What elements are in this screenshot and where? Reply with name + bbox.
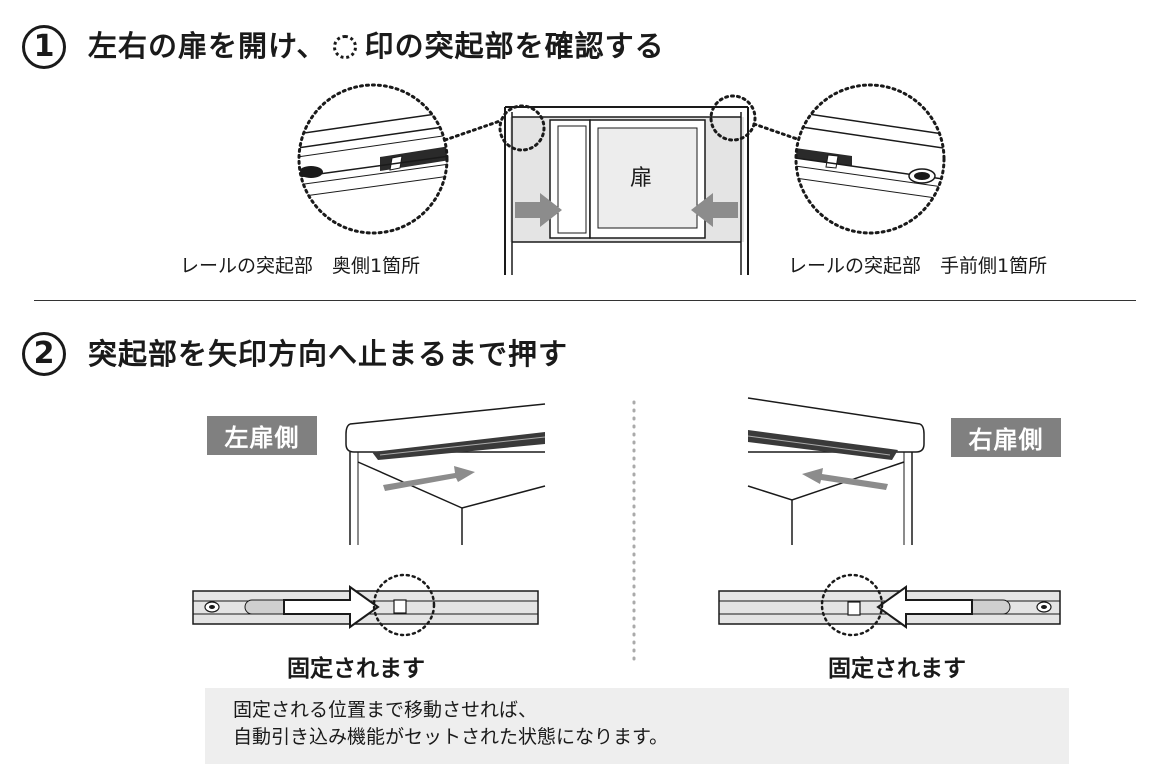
door-label: 扉 [630, 166, 653, 191]
left-push-arrow-icon [383, 466, 475, 491]
corner-mark-right-icon [709, 94, 757, 142]
step2-number: 2 [22, 332, 66, 376]
right-door-badge: 右扉側 [951, 418, 1061, 457]
cabinet-arrow-left-icon [691, 193, 738, 227]
left-door-badge: 左扉側 [207, 416, 317, 455]
step2-title: 突起部を矢印方向へ止まるまで押す [88, 337, 569, 371]
right-rail-diagram [718, 573, 1061, 637]
cabinet-arrow-right-icon [515, 193, 562, 227]
section-divider [34, 300, 1136, 301]
right-push-arrow-icon [802, 468, 888, 490]
note-box: 固定される位置まで移動させれば、 自動引き込み機能がセットされた状態になります。 [205, 688, 1069, 764]
zoom-detail-left [297, 83, 449, 235]
step1-title-part2: 印の突起部を確認する [364, 29, 665, 63]
zoom-detail-right [794, 83, 946, 235]
right-rail-arrow-icon [876, 585, 973, 629]
left-rail-arrow-icon [283, 585, 380, 629]
right-door-perspective [747, 397, 925, 545]
corner-mark-left-icon [498, 104, 546, 152]
right-fixed-label: 固定されます [828, 656, 966, 682]
left-door-perspective [345, 403, 546, 545]
leader-line-left [443, 119, 502, 142]
note-line-2: 自動引き込み機能がセットされた状態になります。 [233, 726, 669, 748]
left-rail-diagram [192, 573, 539, 637]
caption-left: レールの突起部 奥側1箇所 [180, 255, 421, 277]
caption-right: レールの突起部 手前側1箇所 [788, 255, 1048, 277]
note-line-1: 固定される位置まで移動させれば、 [233, 699, 538, 721]
leader-line-right [752, 122, 802, 142]
step1-title: 左右の扉を開け、 印の突起部を確認する [88, 23, 665, 65]
cabinet-front [504, 106, 749, 275]
step1-title-part1: 左右の扉を開け、 [88, 29, 327, 63]
left-fixed-label: 固定されます [287, 656, 425, 682]
dotted-circle-mark-icon [332, 35, 357, 59]
step1-number: 1 [22, 25, 66, 69]
